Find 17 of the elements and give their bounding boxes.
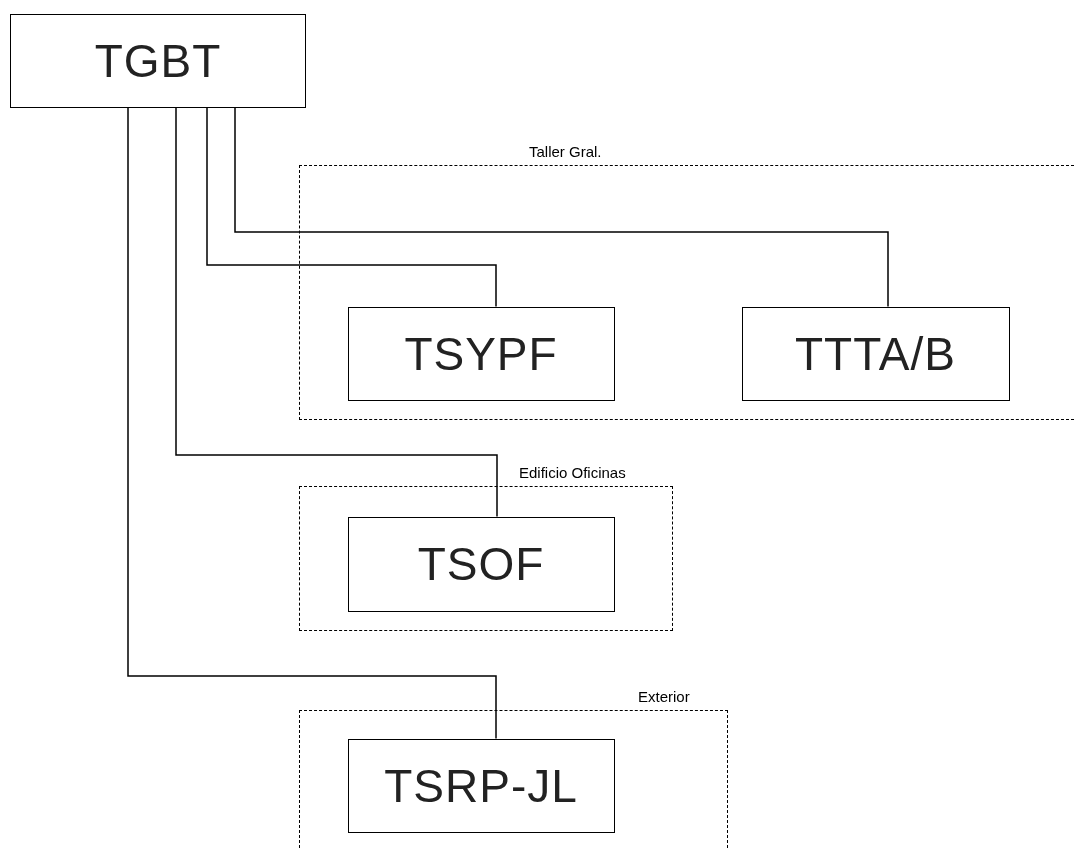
area-label: Taller Gral.: [529, 143, 602, 160]
panel-label: TTTA/B: [795, 326, 956, 381]
panel-box: [10, 14, 306, 108]
panel-box: [347, 306, 615, 401]
wire: [175, 107, 498, 518]
area-label: Exterior: [638, 688, 690, 705]
panel-box: [347, 738, 615, 833]
wire: [206, 107, 497, 308]
panel-label: TSRP-JL: [384, 758, 578, 813]
panel-box: [741, 306, 1010, 401]
area-label: Edificio Oficinas: [519, 464, 626, 481]
panel-box: [347, 516, 615, 612]
wire: [127, 107, 497, 740]
panel-label: TGBT: [94, 34, 222, 88]
panel-label: TSYPF: [404, 326, 558, 381]
wire: [234, 107, 889, 308]
panel-label: TSOF: [417, 537, 545, 591]
